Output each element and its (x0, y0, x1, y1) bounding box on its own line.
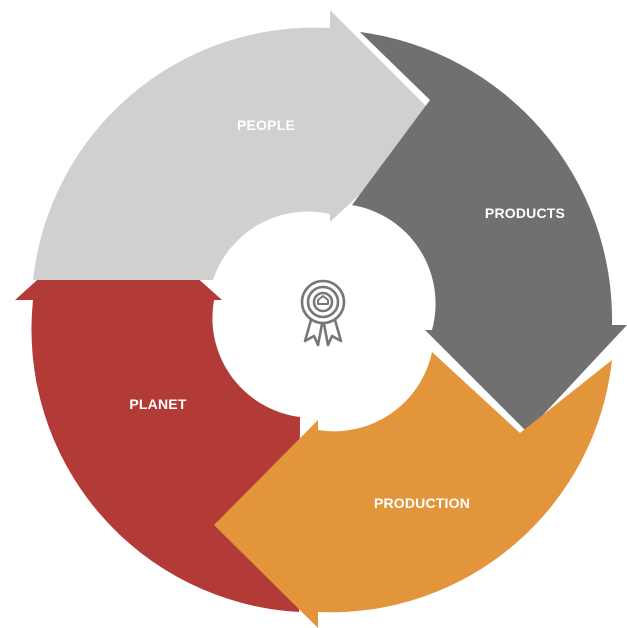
center-hole (226, 223, 420, 417)
products-label: PRODUCTS (485, 205, 565, 221)
products-segment (352, 32, 627, 432)
planet-label: PLANET (129, 396, 186, 412)
production-label: PRODUCTION (374, 495, 470, 511)
production-segment (214, 352, 612, 628)
award-ribbon-icon (300, 279, 346, 347)
people-segment (33, 10, 440, 280)
people-label: PEOPLE (237, 117, 295, 133)
